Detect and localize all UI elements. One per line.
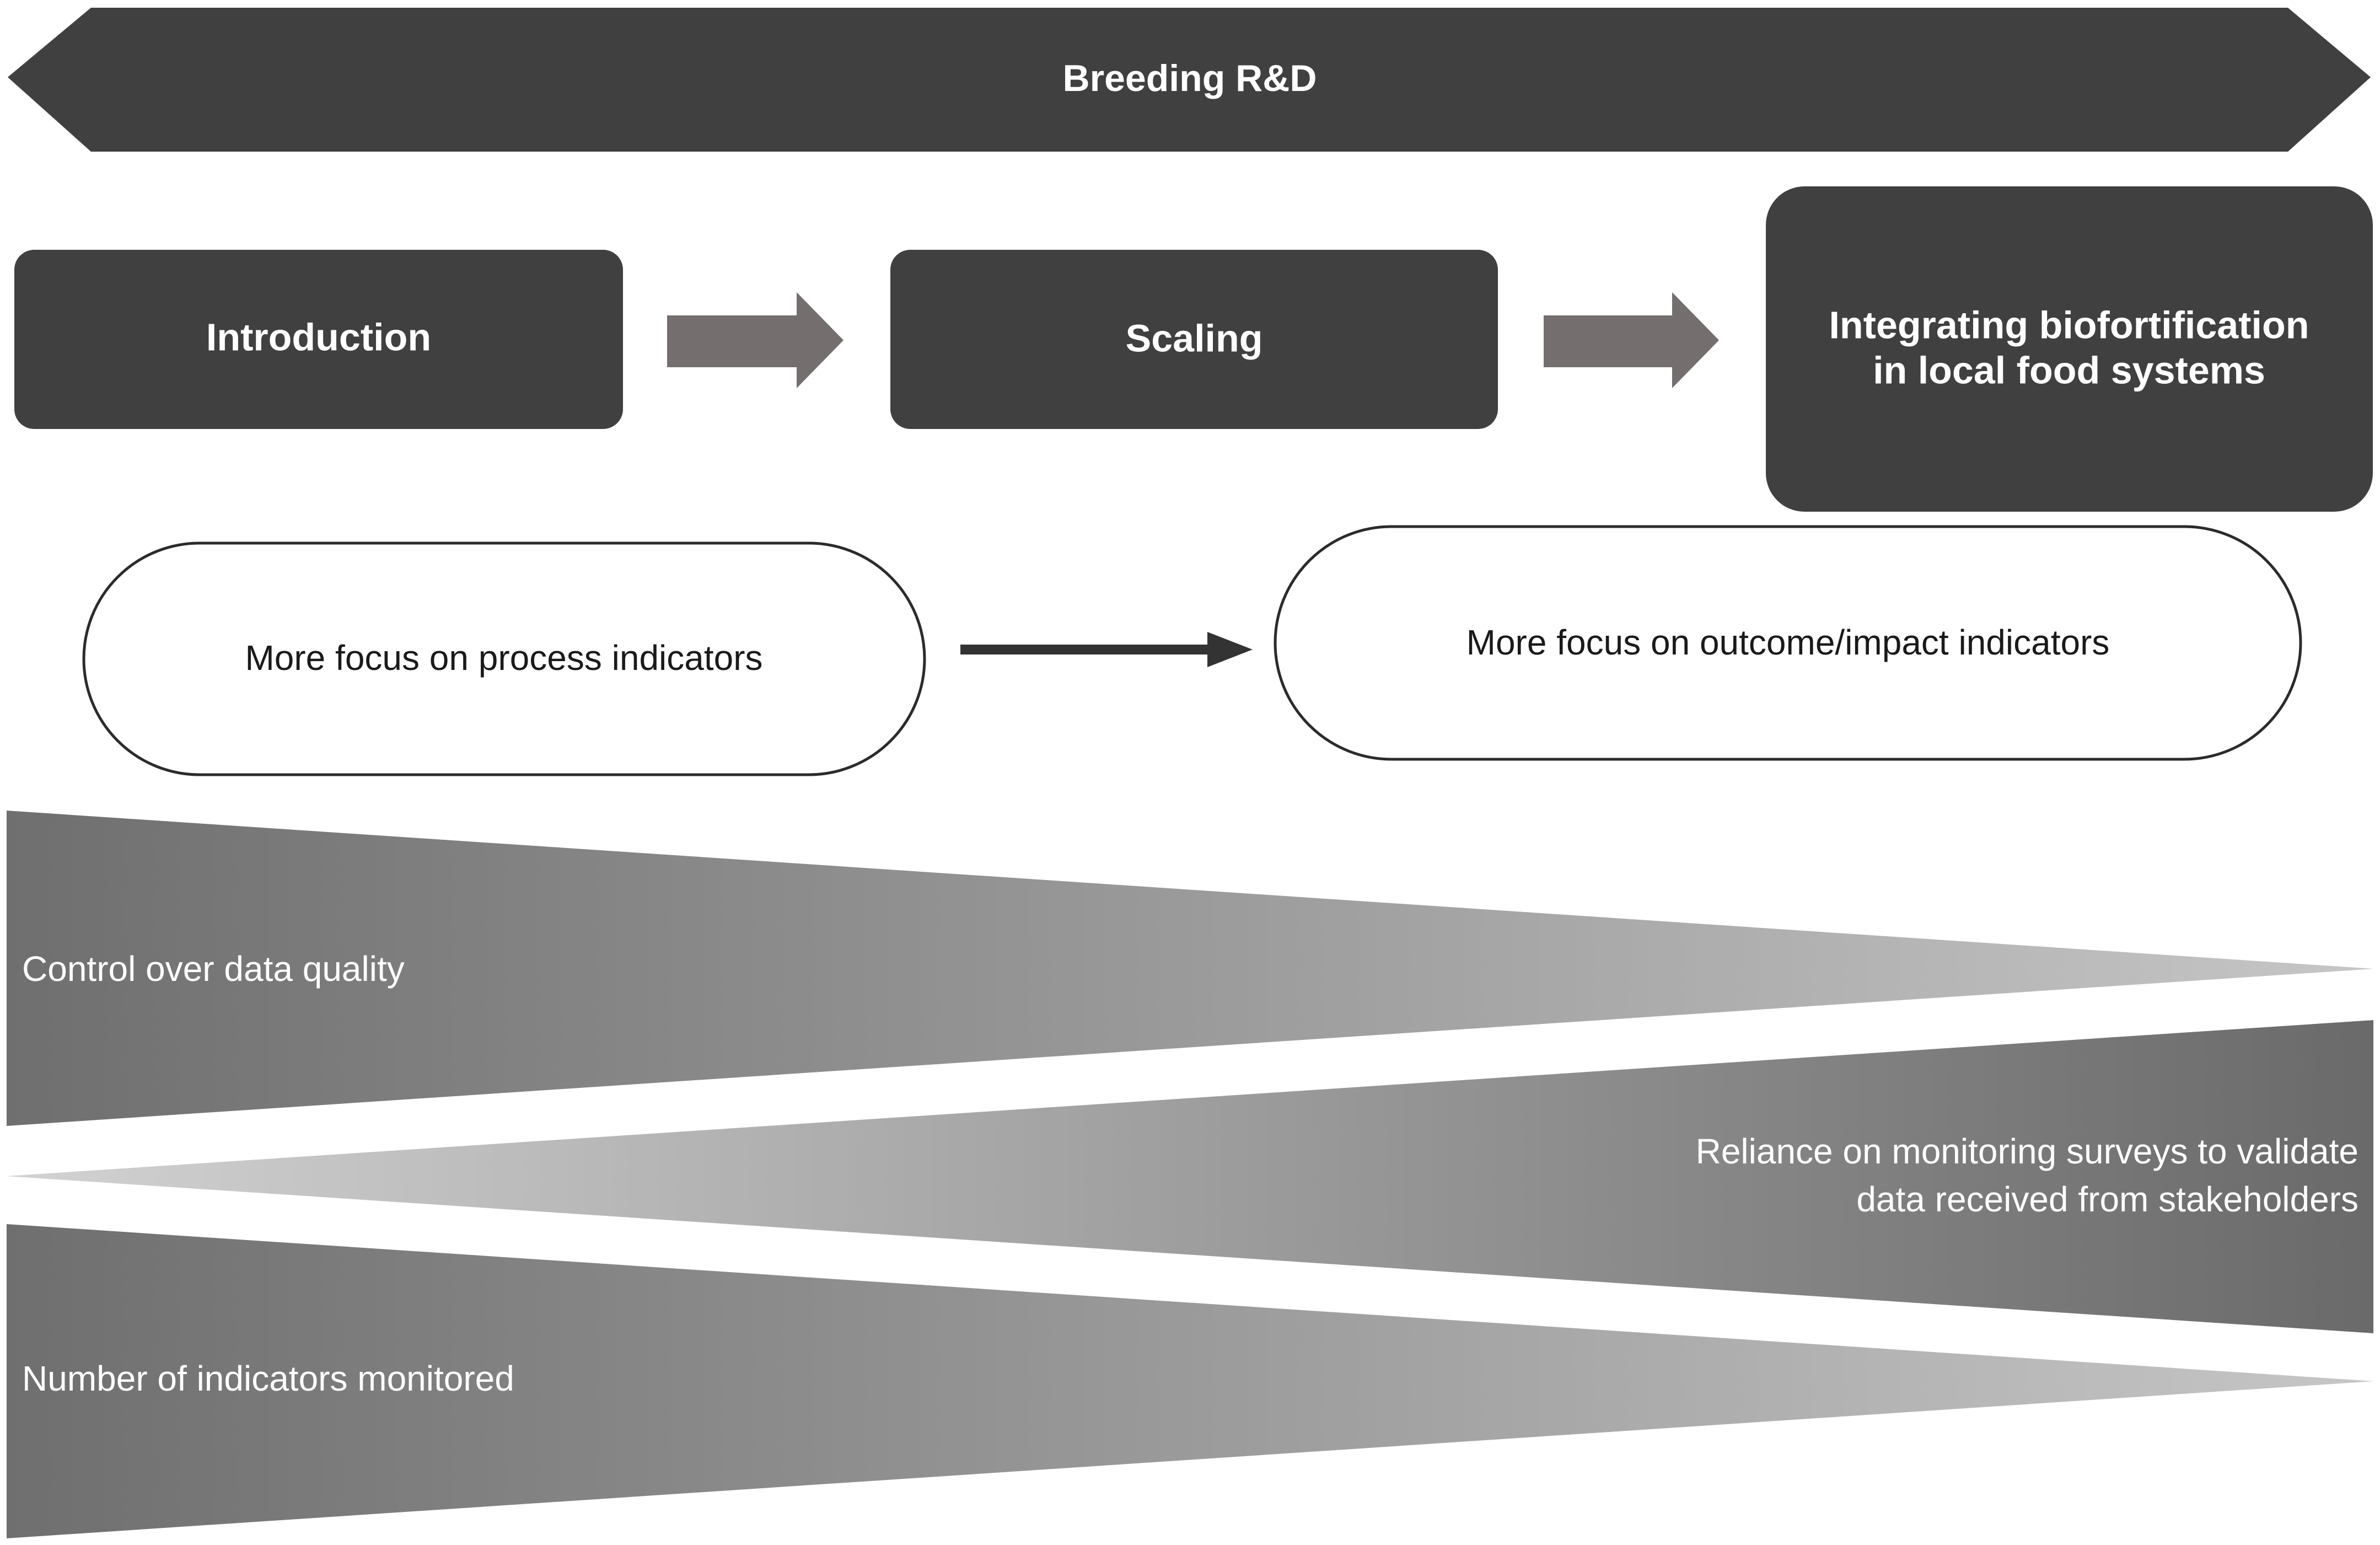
stage-integrating: Integrating biofortification in local fo… [1766,186,2373,512]
banner-shape [8,8,2371,152]
focus-connector-arrow [960,632,1253,667]
stage-box-integrating [1766,186,2373,512]
wedge-shape-decreasing [7,1224,2373,1538]
breeding-rd-banner: Breeding R&D [8,8,2371,152]
focus-outcome-pill: More focus on outcome/impact indicators [1274,525,2302,761]
stage-arrow-2 [1544,292,1719,388]
arrow-head-icon [1207,632,1253,667]
wedge-control-data-quality: Control over data quality [7,811,2373,1126]
focus-process-pill: More focus on process indicators [82,541,926,776]
stage-label-integrating-line1: Integrating biofortification [1829,303,2309,346]
wedge-shape-decreasing [7,811,2373,1126]
banner-label: Breeding R&D [1063,57,1317,99]
stage-label-scaling: Scaling [1126,316,1263,360]
block-arrow-icon [1544,292,1719,388]
stage-box-scaling [890,250,1498,429]
focus-pill-left [82,541,926,776]
block-arrow-icon [667,292,844,388]
stage-scaling: Scaling [890,250,1498,429]
focus-label-outcome: More focus on outcome/impact indicators [1466,623,2110,662]
stage-box-introduction [14,250,623,429]
wedge-shape-increasing [7,1020,2373,1333]
wedge-label-control: Control over data quality [22,949,405,989]
focus-label-process: More focus on process indicators [245,638,762,678]
wedge-label-reliance-line2: data received from stakeholders [1856,1179,2358,1219]
stage-label-introduction: Introduction [206,315,431,358]
wedge-number-indicators: Number of indicators monitored [7,1224,2373,1538]
stage-arrow-1 [667,292,844,388]
focus-pill-right [1274,525,2302,761]
stage-label-integrating-line2: in local food systems [1873,348,2265,391]
wedge-label-reliance-line1: Reliance on monitoring surveys to valida… [1696,1131,2358,1171]
stage-introduction: Introduction [14,250,623,429]
wedge-label-indicators: Number of indicators monitored [22,1359,514,1398]
wedge-reliance-surveys: Reliance on monitoring surveys to valida… [7,1020,2373,1333]
